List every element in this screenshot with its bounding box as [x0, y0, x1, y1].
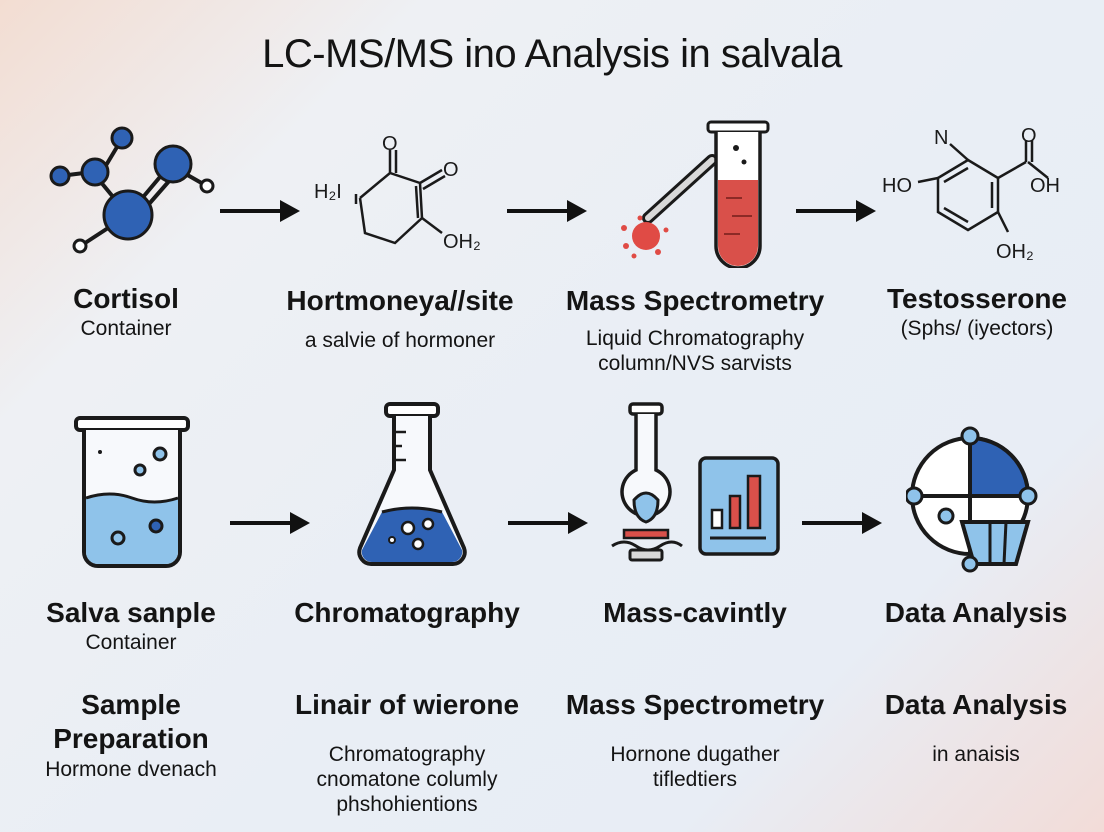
atom-label: O	[443, 159, 459, 181]
atom-label: H₂I	[314, 181, 342, 203]
atom-label: OH	[1030, 175, 1060, 197]
step-subtitle: a salvie of hormoner	[304, 328, 496, 352]
step-subtitle: Liquid Chromatography column/NVS sarvist…	[585, 326, 805, 375]
step-mass-cavintly: Mass-cavintly	[548, 596, 842, 630]
arrow-right-icon	[508, 512, 588, 534]
arrow-right-icon	[220, 200, 300, 222]
step-hormone-site: Hortmoneya//site a salvie of hormoner	[255, 284, 545, 353]
chemical-structure-icon: O O H₂I OH₂	[314, 133, 481, 253]
arrow-right-icon	[230, 512, 310, 534]
step-title: Mass-cavintly	[603, 597, 787, 628]
step-data-analysis: Data Analysis	[856, 596, 1096, 630]
spectrometer-icon	[611, 402, 780, 562]
step-title: Sample Preparation	[53, 689, 209, 754]
beaker-icon	[74, 416, 190, 568]
step-subtitle: in anaisis	[932, 742, 1020, 766]
step-subtitle: Container	[85, 630, 177, 654]
atom-label: OH₂	[996, 241, 1034, 263]
step-subtitle: Hornone dugather tifledtiers	[610, 742, 780, 791]
arrow-right-icon	[796, 200, 876, 222]
step-title: Cortisol	[73, 283, 179, 314]
test-tube-icon	[621, 120, 770, 268]
step-subtitle: (Sphs/ (iyectors)	[900, 316, 1054, 340]
step-title: Linair of wierone	[294, 689, 520, 720]
step-saliva-sample: Salva sanple Container	[0, 596, 262, 655]
step-mass-spectrometry-2: Mass Spectrometry Hornone dugather tifle…	[545, 688, 845, 792]
arrow-right-icon	[507, 200, 587, 222]
step-title: Mass Spectrometry	[565, 689, 825, 720]
step-chromatography: Chromatography	[262, 596, 552, 630]
flask-icon	[357, 402, 467, 566]
step-subtitle: Container	[80, 316, 172, 340]
step-title: Chromatography	[294, 597, 520, 628]
step-subtitle: Chromatography cnomatone columly phshohi…	[316, 742, 498, 816]
atom-label: O	[1021, 125, 1037, 147]
step-cortisol: Cortisol Container	[0, 282, 252, 341]
step-title: Testosserone	[887, 283, 1067, 314]
page-title: LC-MS/MS ino Analysis in salvala	[262, 32, 842, 76]
step-linair: Linair of wierone Chromatography cnomato…	[262, 688, 552, 817]
atom-label: N	[934, 127, 948, 149]
step-sample-preparation: Sample Preparation Hormone dvenach	[0, 688, 262, 782]
arrow-right-icon	[802, 512, 882, 534]
step-title: Salva sanple	[46, 597, 216, 628]
chemical-structure-icon: N O OH HO OH₂	[882, 125, 1060, 263]
step-mass-spectrometry: Mass Spectrometry Liquid Chromatography …	[545, 284, 845, 376]
step-testosterone: Testosserone (Sphs/ (iyectors)	[860, 282, 1094, 341]
data-analysis-icon	[906, 426, 1038, 573]
step-title: Data Analysis	[884, 597, 1068, 628]
step-title: Mass Spectrometry	[565, 285, 825, 316]
atom-label: O	[382, 133, 398, 155]
step-title: Hortmoneya//site	[286, 285, 514, 316]
atom-label: OH₂	[443, 231, 481, 253]
step-title: Data Analysis	[884, 689, 1068, 720]
molecule-icon	[49, 126, 215, 254]
atom-label: HO	[882, 175, 912, 197]
step-data-analysis-2: Data Analysis in anaisis	[856, 688, 1096, 767]
step-subtitle: Hormone dvenach	[45, 758, 217, 782]
